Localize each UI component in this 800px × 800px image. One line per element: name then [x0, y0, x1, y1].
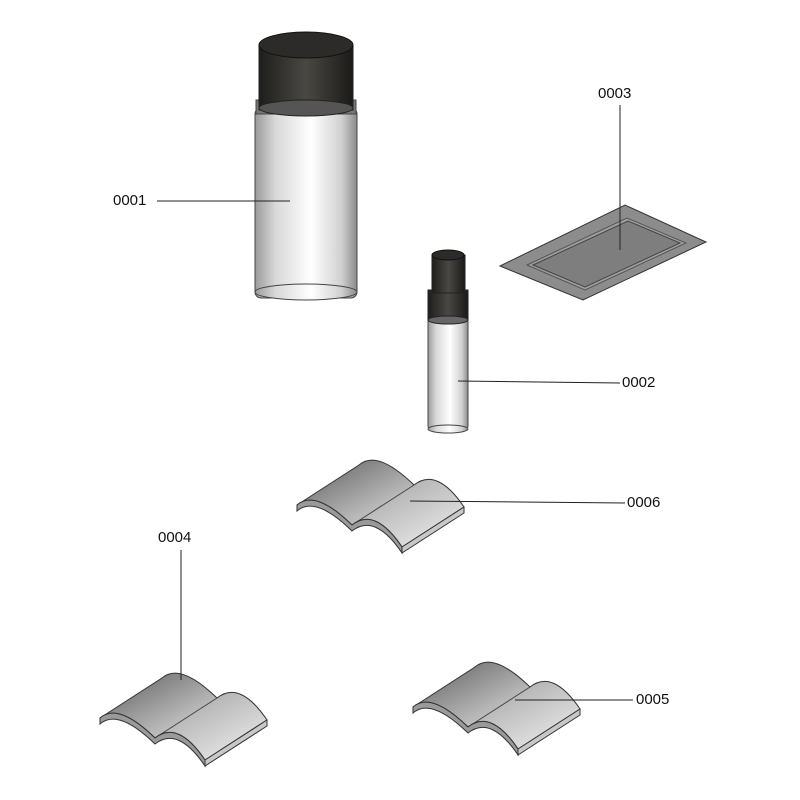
touch-up-bottle	[427, 249, 469, 434]
label-0002: 0002	[622, 374, 656, 391]
leader-0002	[457, 380, 621, 384]
label-0005: 0005	[636, 691, 670, 708]
pad-0004	[99, 672, 268, 767]
label-0001: 0001	[113, 192, 147, 209]
leader-0006	[409, 500, 626, 504]
label-0003: 0003	[598, 85, 632, 102]
label-0004: 0004	[158, 529, 192, 546]
pad-0006	[296, 459, 465, 554]
sanding-plate	[498, 204, 708, 301]
pad-0005	[412, 661, 581, 756]
spray-can	[254, 31, 358, 301]
label-0006: 0006	[627, 494, 661, 511]
